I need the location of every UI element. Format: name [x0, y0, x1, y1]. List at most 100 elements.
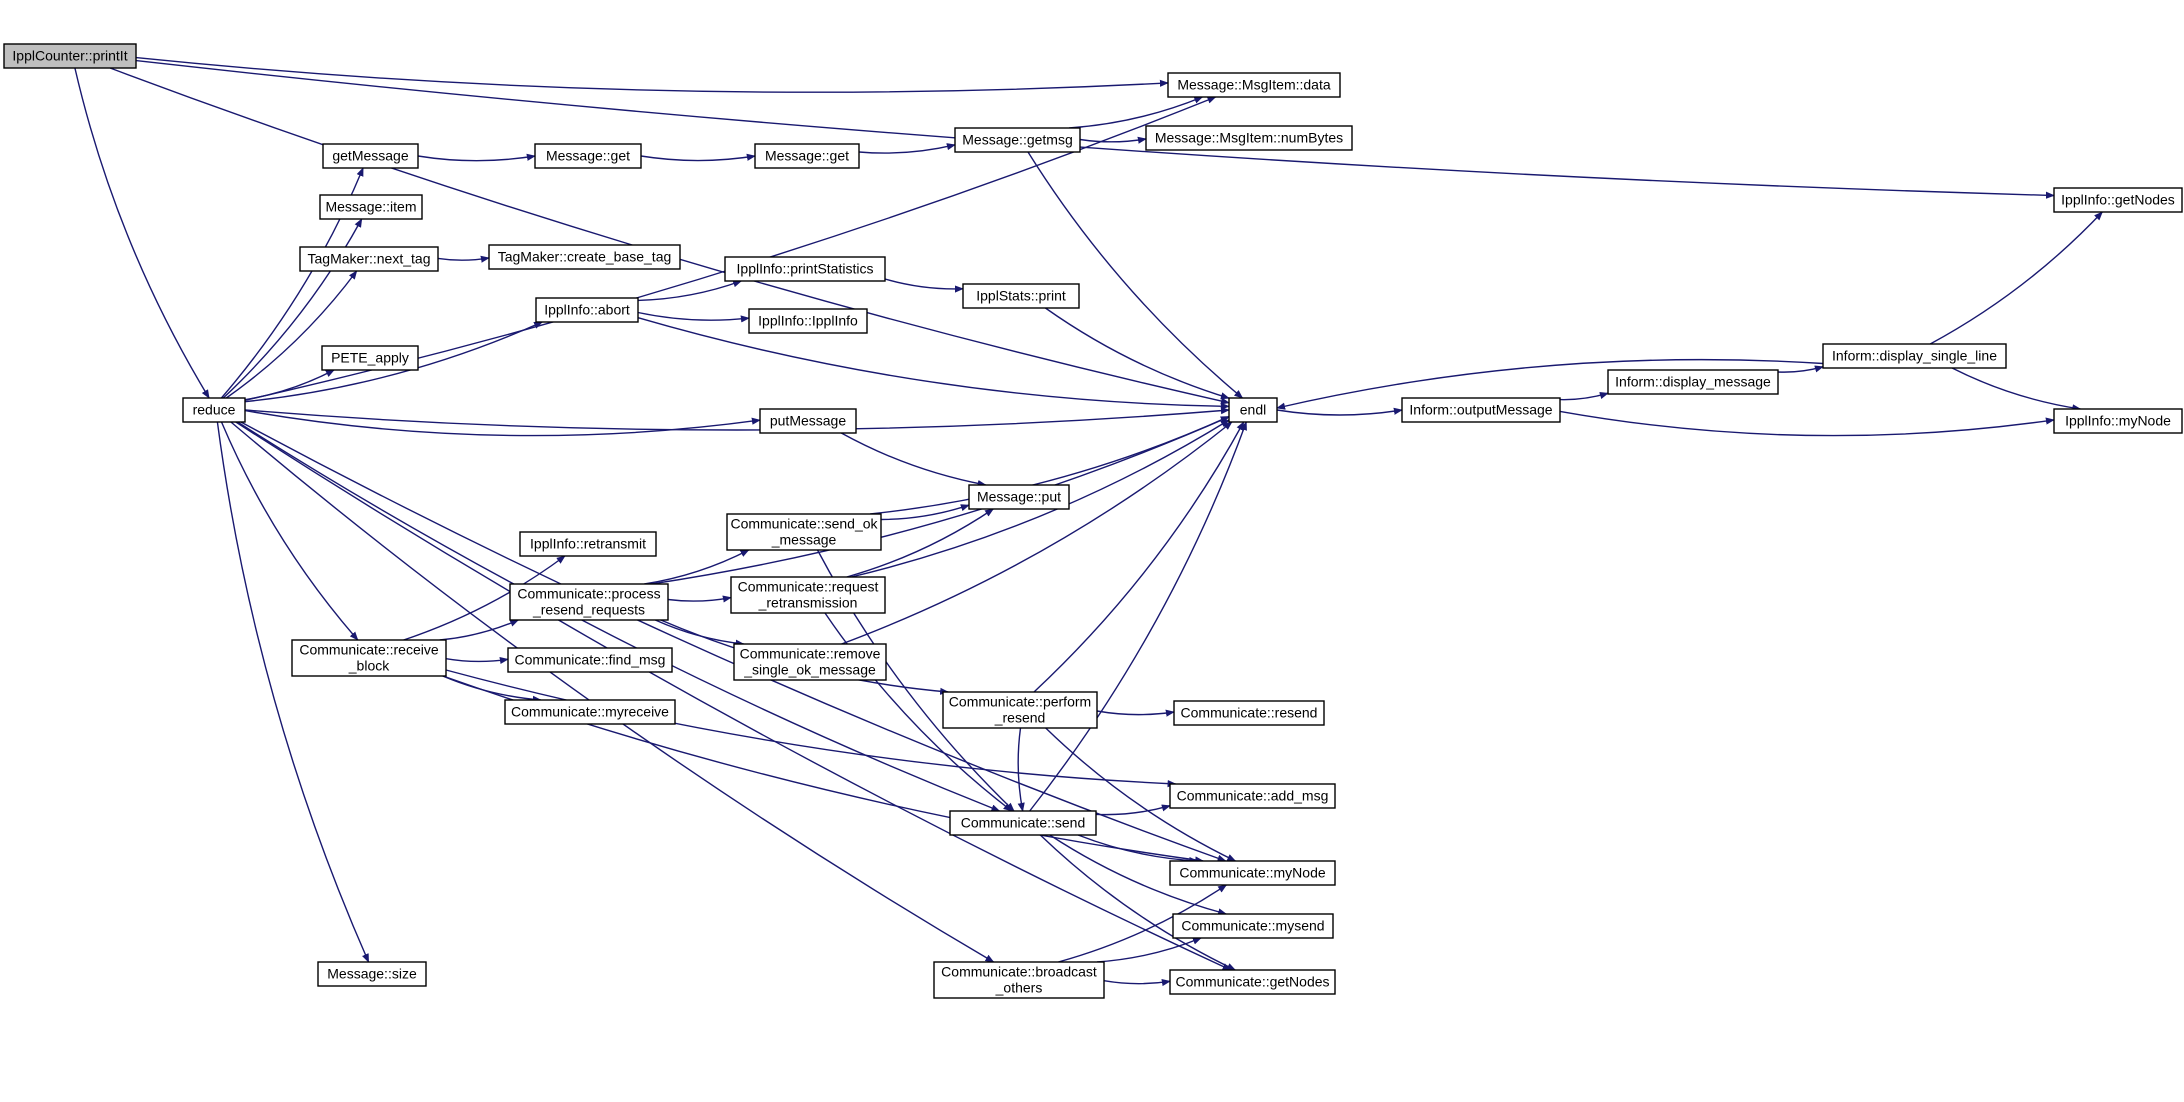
node-box	[488, 244, 681, 270]
node-label: Message::getmsg	[962, 132, 1073, 148]
edge-receive-block-to-myreceive	[442, 675, 542, 703]
edge-request-retrans-to-endl	[851, 419, 1230, 578]
node-ippl-myNode[interactable]: IpplInfo::myNode	[2053, 408, 2183, 434]
edge-endl-to-outputMessage	[1276, 407, 1403, 416]
node-label: IpplCounter::printIt	[12, 48, 127, 64]
node-resend[interactable]: Communicate::resend	[1173, 700, 1325, 726]
edge-perform-resend-to-send	[1017, 727, 1025, 812]
node-box	[519, 531, 657, 557]
node-box	[1172, 913, 1334, 939]
node-box	[724, 256, 886, 282]
node-ippl-info-ctor[interactable]: IpplInfo::IpplInfo	[748, 308, 868, 334]
node-getmsg[interactable]: Message::getmsg	[954, 127, 1081, 153]
node-printIt[interactable]: IpplCounter::printIt	[3, 43, 137, 69]
edge-display-message-to-display-single-line	[1777, 365, 1824, 373]
node-msg-get1[interactable]: Message::get	[534, 143, 642, 169]
edge-send-to-comm-getNodes	[1039, 834, 1237, 971]
node-endl[interactable]: endl	[1228, 397, 1278, 423]
node-box	[962, 283, 1080, 309]
edge-broadcast-to-comm-myNode	[1058, 884, 1228, 963]
edge-getMessage-to-msg-get1	[417, 153, 536, 162]
node-label: _block	[348, 658, 390, 674]
node-display-single-line[interactable]: Inform::display_single_line	[1822, 343, 2007, 369]
node-pete-apply[interactable]: PETE_apply	[321, 345, 419, 371]
edge-printStatistics-to-stats-print	[884, 278, 964, 293]
node-label: getMessage	[332, 148, 408, 164]
node-box	[1173, 700, 1325, 726]
node-outputMessage[interactable]: Inform::outputMessage	[1401, 397, 1561, 423]
edge-perform-resend-to-comm-myNode	[1045, 727, 1237, 862]
edge-getmsg-to-msgitem-numbytes	[1079, 136, 1147, 144]
node-mysend[interactable]: Communicate::mysend	[1172, 913, 1334, 939]
node-abort[interactable]: IpplInfo::abort	[535, 297, 639, 323]
node-display-message[interactable]: Inform::display_message	[1607, 369, 1779, 395]
node-label: IpplInfo::IpplInfo	[758, 313, 858, 329]
node-msg-item[interactable]: Message::item	[319, 194, 423, 220]
edge-printIt-to-reduce	[74, 67, 210, 399]
node-box	[3, 43, 137, 69]
node-reduce[interactable]: reduce	[182, 397, 246, 423]
edge-getmsg-to-msgitem-data	[1069, 96, 1204, 129]
node-myreceive[interactable]: Communicate::myreceive	[504, 699, 676, 725]
edge-reduce-to-abort	[244, 321, 544, 403]
edge-request-retrans-to-send	[824, 612, 1013, 812]
node-label: Message::MsgItem::numBytes	[1155, 130, 1343, 146]
node-box	[733, 643, 887, 681]
node-label: Communicate::resend	[1181, 705, 1318, 721]
node-label: Inform::display_single_line	[1832, 348, 1997, 364]
node-label: putMessage	[770, 413, 846, 429]
edge-perform-resend-to-resend	[1096, 709, 1175, 717]
node-remove-ok[interactable]: Communicate::remove_single_ok_message	[733, 643, 887, 681]
node-label: Message::get	[546, 148, 630, 164]
node-msgitem-data[interactable]: Message::MsgItem::data	[1167, 72, 1341, 98]
edge-printIt-to-ippl-getNodes	[135, 59, 2055, 199]
node-label: Communicate::myreceive	[511, 704, 669, 720]
edge-getmsg-to-endl	[1027, 151, 1244, 399]
edge-display-single-line-to-ippl-getNodes	[1929, 211, 2103, 345]
node-label: IpplInfo::myNode	[2065, 413, 2171, 429]
node-add-msg[interactable]: Communicate::add_msg	[1169, 783, 1336, 809]
node-box	[754, 143, 860, 169]
node-comm-myNode[interactable]: Communicate::myNode	[1169, 860, 1336, 886]
node-label: Communicate::send_ok	[730, 516, 878, 532]
node-label: Communicate::getNodes	[1175, 974, 1329, 990]
node-process-resend[interactable]: Communicate::process_resend_requests	[509, 583, 669, 621]
node-box	[299, 246, 439, 272]
node-label: Communicate::myNode	[1179, 865, 1325, 881]
node-msg-size[interactable]: Message::size	[317, 961, 427, 987]
edge-broadcast-to-comm-getNodes	[1103, 978, 1171, 987]
node-box	[534, 143, 642, 169]
node-printStatistics[interactable]: IpplInfo::printStatistics	[724, 256, 886, 282]
node-send[interactable]: Communicate::send	[949, 810, 1097, 836]
node-msgitem-numbytes[interactable]: Message::MsgItem::numBytes	[1145, 125, 1353, 151]
node-create-base-tag[interactable]: TagMaker::create_base_tag	[488, 244, 681, 270]
node-stats-print[interactable]: IpplStats::print	[962, 283, 1080, 309]
node-next-tag[interactable]: TagMaker::next_tag	[299, 246, 439, 272]
edge-msg-get2-to-getmsg	[858, 143, 956, 154]
node-perform-resend[interactable]: Communicate::perform_resend	[942, 691, 1098, 729]
edge-send-ok-to-msg-put	[880, 504, 970, 521]
node-ippl-getNodes[interactable]: IpplInfo::getNodes	[2053, 187, 2183, 213]
node-find-msg[interactable]: Communicate::find_msg	[507, 647, 673, 673]
edge-process-resend-to-send-ok	[644, 549, 750, 585]
edge-send-to-comm-myNode	[1077, 834, 1199, 865]
node-putMessage[interactable]: putMessage	[759, 408, 857, 434]
edge-process-resend-to-request-retrans	[667, 595, 732, 603]
edge-send-to-add-msg	[1095, 804, 1171, 816]
node-request-retrans[interactable]: Communicate::request_retransmission	[730, 576, 886, 614]
node-msg-get2[interactable]: Message::get	[754, 143, 860, 169]
node-retransmit[interactable]: IpplInfo::retransmit	[519, 531, 657, 557]
edge-reduce-to-next-tag	[225, 270, 358, 399]
edge-reduce-to-receive-block	[220, 421, 359, 641]
node-box	[504, 699, 676, 725]
node-label: reduce	[193, 402, 236, 418]
node-msg-put[interactable]: Message::put	[968, 484, 1070, 510]
node-comm-getNodes[interactable]: Communicate::getNodes	[1169, 969, 1336, 995]
node-box	[954, 127, 1081, 153]
node-send-ok[interactable]: Communicate::send_ok_message	[726, 513, 882, 551]
node-getMessage[interactable]: getMessage	[322, 143, 419, 169]
node-receive-block[interactable]: Communicate::receive_block	[291, 639, 447, 677]
node-broadcast[interactable]: Communicate::broadcast_others	[933, 961, 1105, 999]
